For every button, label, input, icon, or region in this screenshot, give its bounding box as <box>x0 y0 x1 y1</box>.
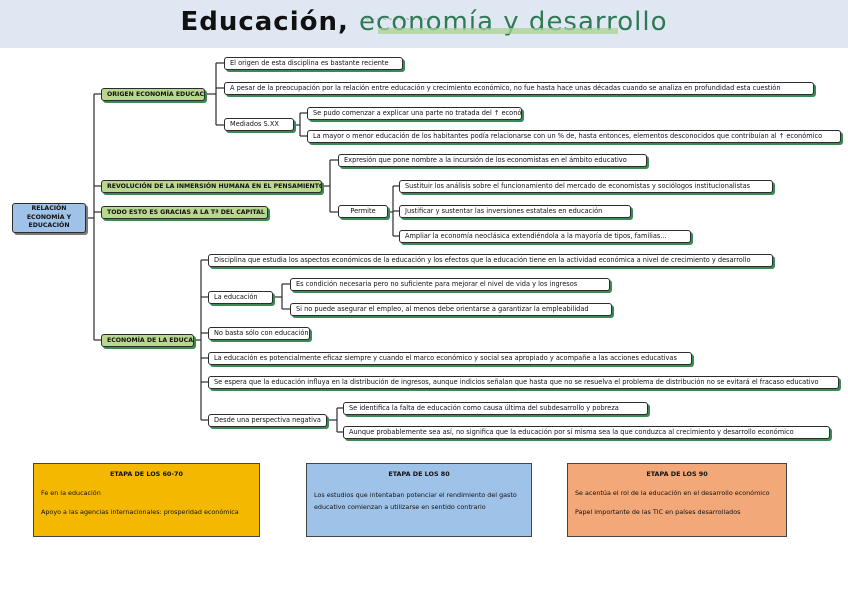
box-etapa-80: ETAPA DE LOS 80 Los estudios que intenta… <box>306 463 532 537</box>
box-etapa-60-70-line-2: Apoyo a las agencias internacionales: pr… <box>41 508 239 516</box>
root-node: RELACIÓN ECONOMÍA Y EDUCACIÓN <box>12 203 86 233</box>
origen-mediados-sxx: Mediados S.XX <box>224 118 294 131</box>
box-etapa-60-70: ETAPA DE LOS 60-70 Fe en la educación Ap… <box>33 463 260 537</box>
box-etapa-90-line-1: Se acentúa el rol de la educación en el … <box>575 489 770 497</box>
title-highlight <box>378 28 618 34</box>
educacion-condicion-necesaria: Es condición necesaria pero no suficient… <box>290 278 610 291</box>
box-etapa-90-line-2: Papel importante de las TIC en países de… <box>575 508 741 516</box>
origen-explicar: Se pudo comenzar a explicar una parte no… <box>307 107 522 120</box>
negativa-probablemente: Aunque probablemente sea así, no signifi… <box>343 426 830 439</box>
educacion-empleabilidad: Si no puede asegurar el empleo, al menos… <box>290 303 612 316</box>
economia-potencialmente-eficaz: La educación es potencialmente eficaz si… <box>208 352 692 365</box>
origen-educacion-habitantes: La mayor o menor educación de los habita… <box>307 130 841 143</box>
branch-economia-educacion: ECONOMÍA DE LA EDUCACIÓN <box>101 334 194 347</box>
economia-la-educacion: La educación <box>208 291 273 304</box>
economia-no-basta: No basta sólo con educación <box>208 327 310 340</box>
origen-preocupacion: A pesar de la preocupación por la relaci… <box>224 82 814 95</box>
title-faint-text: ~ ~ ~ ~ ~ ~ ~ ~ ~ ~ ~ ~ <box>365 17 433 23</box>
permite-ampliar: Ampliar la economía neoclásica extendién… <box>399 230 691 243</box>
box-etapa-80-title: ETAPA DE LOS 80 <box>388 470 450 478</box>
title-part-1: Educación, <box>180 7 349 37</box>
negativa-falta-educacion: Se identifica la falta de educación como… <box>343 402 648 415</box>
box-etapa-60-70-title: ETAPA DE LOS 60-70 <box>110 470 183 478</box>
box-etapa-90: ETAPA DE LOS 90 Se acentúa el rol de la … <box>567 463 787 537</box>
economia-distribucion-ingresos: Se espera que la educación influya en la… <box>208 376 839 389</box>
branch-revolucion: REVOLUCIÓN DE LA INMERSIÓN HUMANA EN EL … <box>101 180 322 193</box>
revolucion-permite: Permite <box>338 205 388 218</box>
box-etapa-60-70-line-1: Fe en la educación <box>41 489 101 497</box>
box-etapa-80-line-1: Los estudios que intentaban potenciar el… <box>314 491 517 511</box>
permite-justificar: Justificar y sustentar las inversiones e… <box>399 205 631 218</box>
permite-sustituir: Sustituir los análisis sobre el funciona… <box>399 180 773 193</box>
economia-perspectiva-negativa: Desde una perspectiva negativa <box>208 414 327 427</box>
origen-reciente: El origen de esta disciplina es bastante… <box>224 57 403 70</box>
box-etapa-90-title: ETAPA DE LOS 90 <box>646 470 708 478</box>
branch-capital-humano: TODO ESTO ES GRACIAS A LA Tª DEL CAPITAL… <box>101 206 268 219</box>
header-band <box>0 0 848 48</box>
economia-disciplina: Disciplina que estudia los aspectos econ… <box>208 254 773 267</box>
branch-origen: ORIGEN ECONOMÍA EDUCACIÓN <box>101 88 205 101</box>
revolucion-expresion: Expresión que pone nombre a la incursión… <box>338 154 647 167</box>
